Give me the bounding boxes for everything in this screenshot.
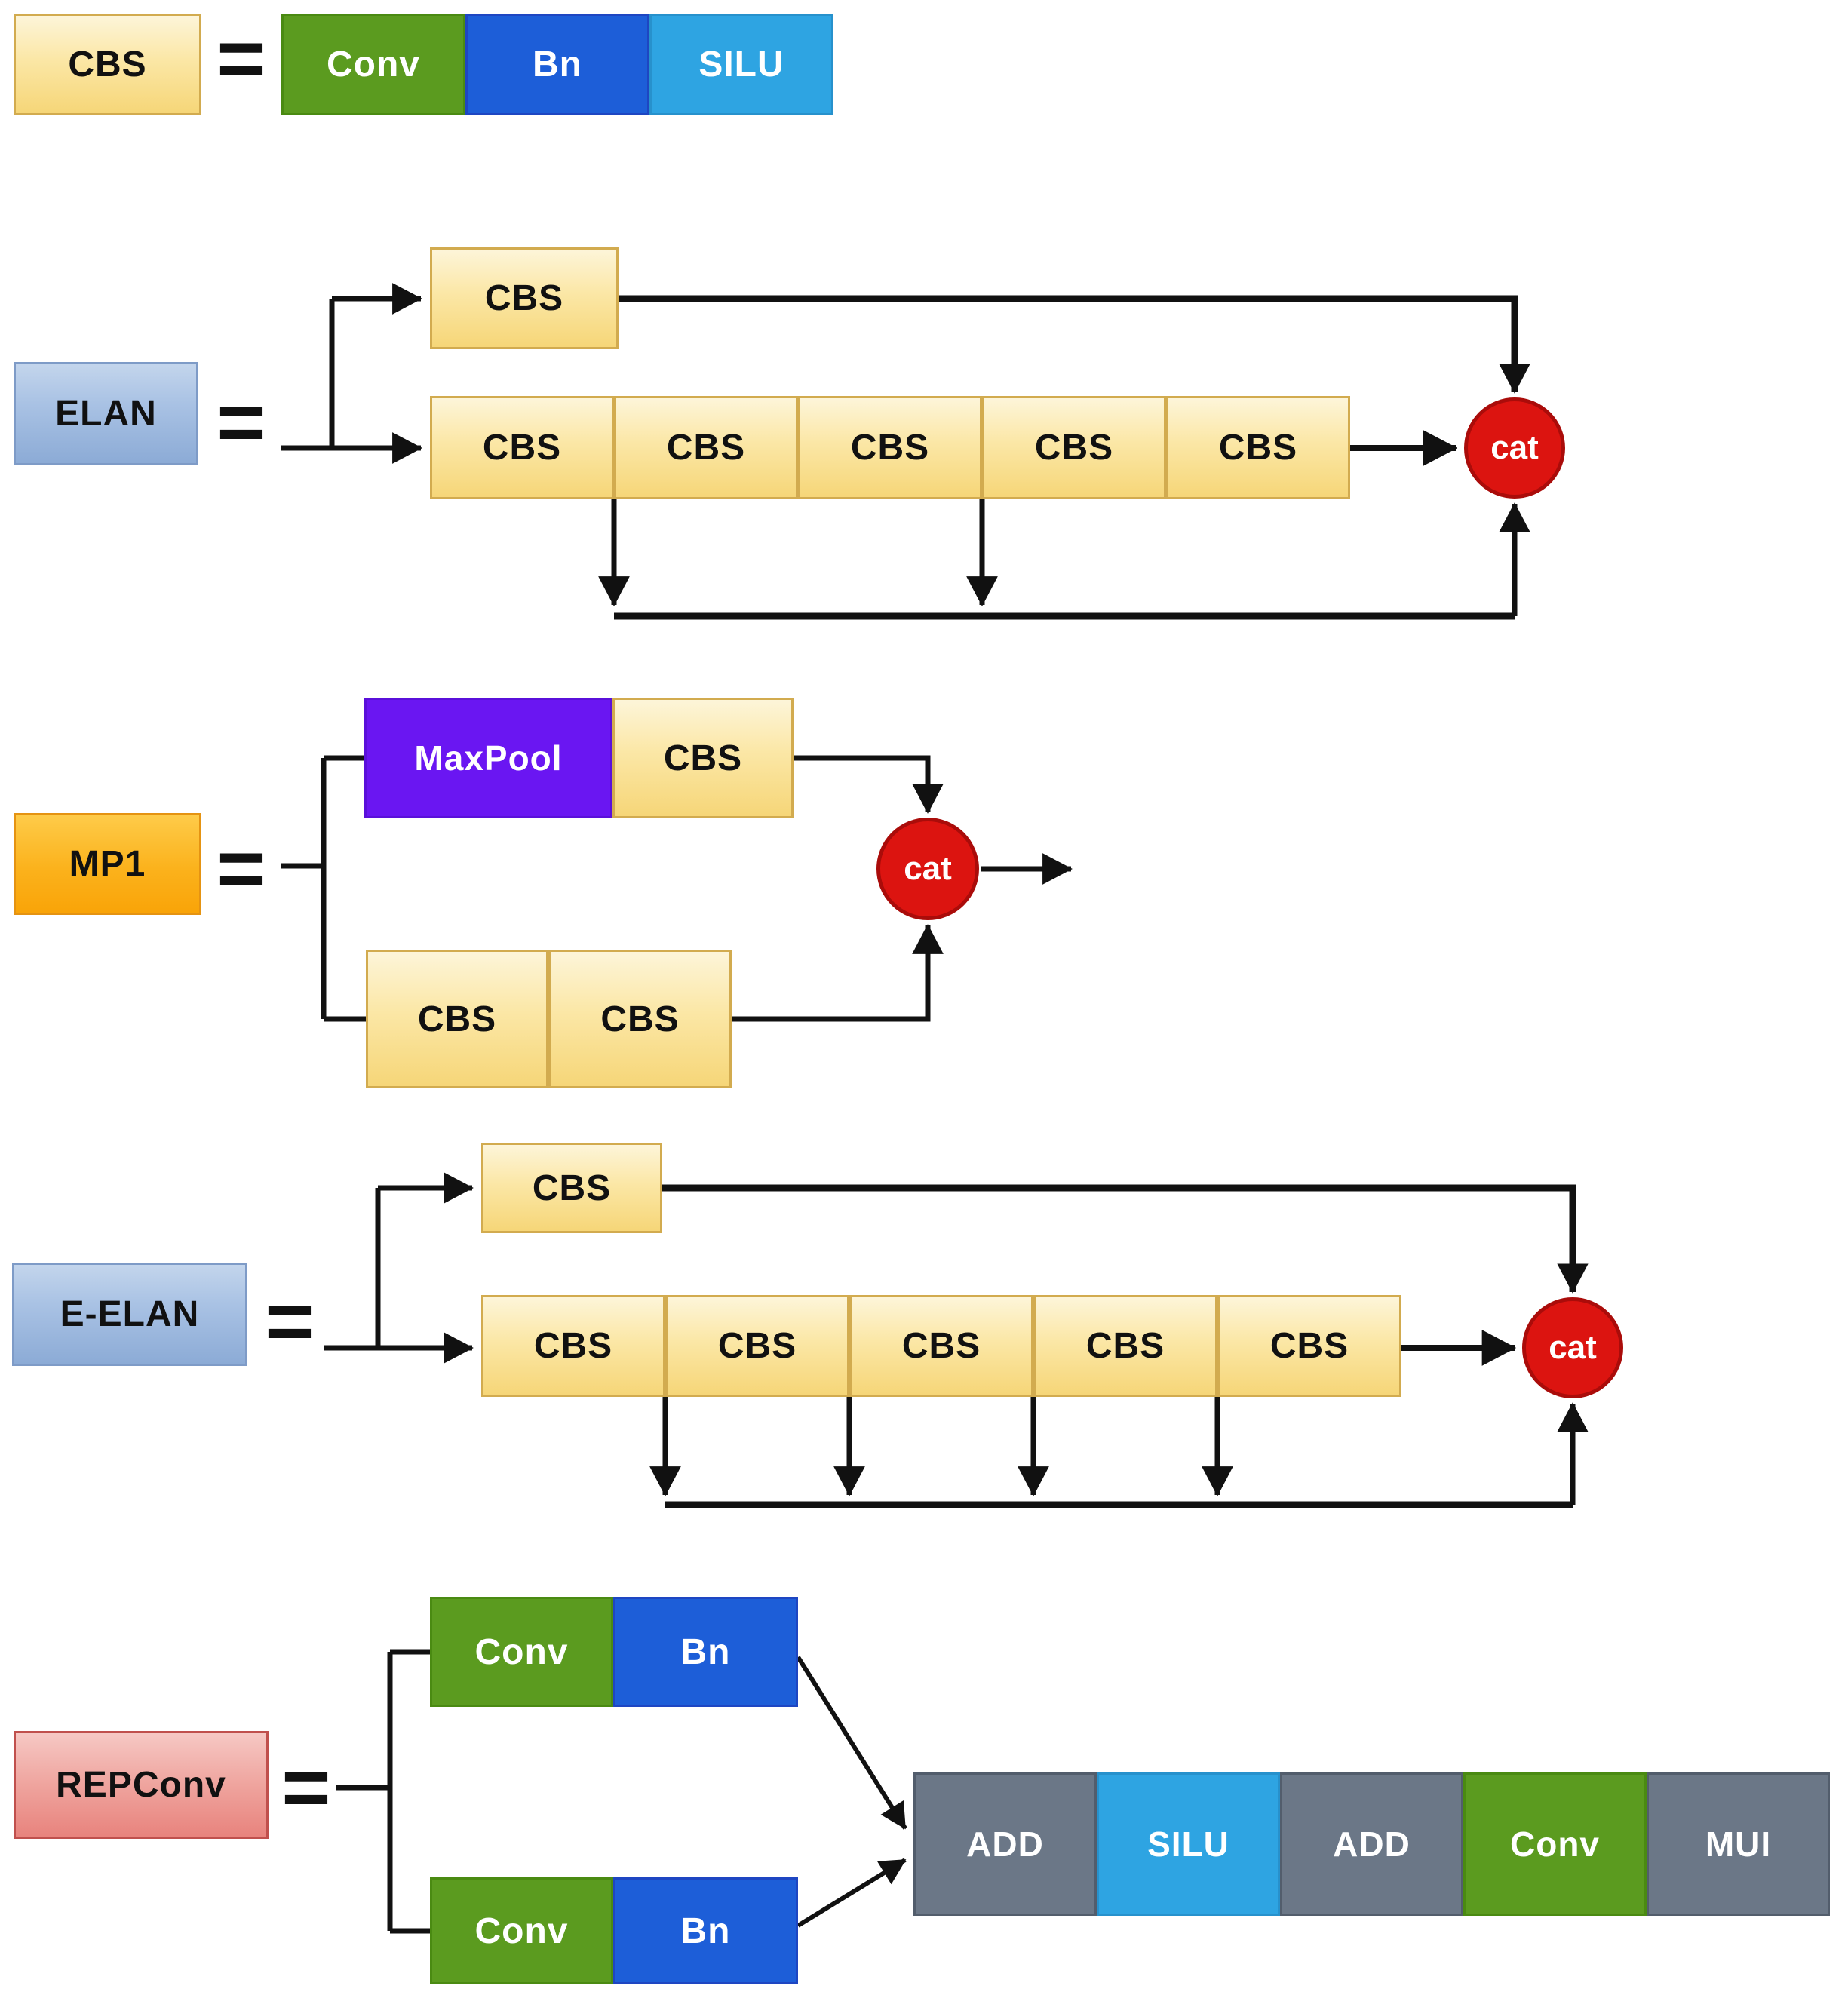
repconv-pipeline-add-1: ADD: [913, 1772, 1097, 1916]
legend-silu-box: SILU: [649, 14, 833, 115]
mp1-concat-node: cat: [876, 818, 979, 920]
eelan-chain-cbs-5: CBS: [1217, 1295, 1401, 1397]
mp1-bottom-cbs-1: CBS: [366, 950, 548, 1088]
eelan-chain-cbs-4: CBS: [1033, 1295, 1217, 1397]
eelan-equals-sign: =: [265, 1274, 315, 1368]
repconv-top-diagonal-arrow: [796, 1656, 907, 1830]
elan-label-box: ELAN: [14, 362, 198, 465]
elan-top-output-line: [619, 295, 1530, 394]
repconv-bottom-bn-box: Bn: [613, 1877, 798, 1984]
eelan-concat-node: cat: [1522, 1297, 1623, 1398]
mp1-connectors: [281, 755, 1073, 1022]
repconv-pipeline-mui: MUI: [1647, 1772, 1830, 1916]
eelan-chain-cbs-1: CBS: [481, 1295, 665, 1397]
repconv-label-box: REPConv: [14, 1731, 269, 1839]
repconv-pipeline-silu: SILU: [1097, 1772, 1280, 1916]
mp1-bottom-output-line: [732, 924, 944, 1022]
elan-top-cbs-box: CBS: [430, 247, 619, 349]
elan-chain-cbs-5: CBS: [1166, 396, 1350, 499]
elan-equals-sign: =: [216, 375, 266, 469]
repconv-pipeline-conv: Conv: [1463, 1772, 1647, 1916]
mp1-maxpool-box: MaxPool: [364, 698, 612, 818]
elan-chain-cbs-2: CBS: [614, 396, 798, 499]
mp1-equals-sign: =: [216, 821, 266, 916]
repconv-connectors: [336, 1649, 907, 1934]
elan-concat-node: cat: [1464, 397, 1565, 499]
eelan-connectors: [324, 1172, 1589, 1508]
eelan-top-output-line: [662, 1184, 1589, 1294]
mp1-bottom-cbs-2: CBS: [548, 950, 732, 1088]
elan-chain-cbs-4: CBS: [982, 396, 1166, 499]
elan-chain-cbs-1: CBS: [430, 396, 614, 499]
legend-bn-box: Bn: [465, 14, 649, 115]
elan-connectors: [281, 283, 1530, 620]
eelan-chain-cbs-2: CBS: [665, 1295, 849, 1397]
mp1-top-cbs-box: CBS: [612, 698, 794, 818]
repconv-bottom-diagonal-arrow: [797, 1858, 907, 1928]
eelan-chain-cbs-3: CBS: [849, 1295, 1033, 1397]
mp1-label-box: MP1: [14, 813, 201, 915]
repconv-top-conv-box: Conv: [430, 1597, 613, 1707]
legend-cbs-box: CBS: [14, 14, 201, 115]
mp1-top-output-line: [794, 755, 944, 814]
repconv-top-bn-box: Bn: [613, 1597, 798, 1707]
repconv-pipeline-add-2: ADD: [1280, 1772, 1463, 1916]
repconv-equals-sign: =: [281, 1740, 331, 1834]
legend-conv-box: Conv: [281, 14, 465, 115]
eelan-label-box: E-ELAN: [12, 1263, 247, 1366]
legend-equals-sign: =: [216, 11, 266, 106]
elan-chain-cbs-3: CBS: [798, 396, 982, 499]
eelan-top-cbs-box: CBS: [481, 1143, 662, 1233]
repconv-bottom-conv-box: Conv: [430, 1877, 613, 1984]
